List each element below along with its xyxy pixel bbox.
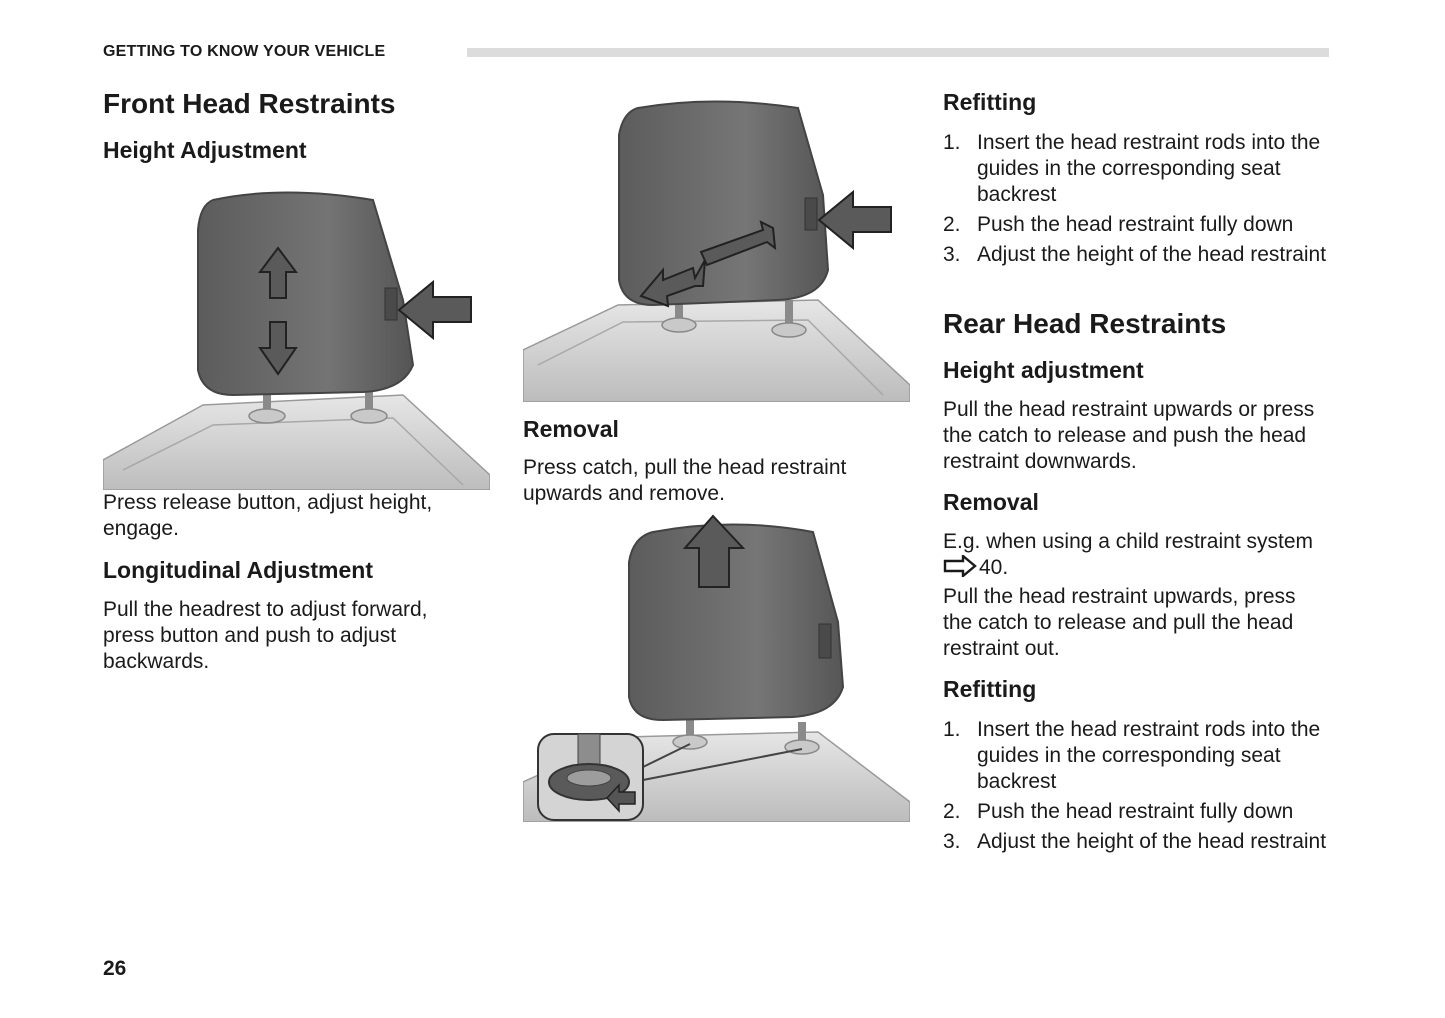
running-head: GETTING TO KNOW YOUR VEHICLE xyxy=(103,43,386,60)
removal-illustration xyxy=(523,512,910,822)
rear-height-adjustment-text: Pull the head restraint upwards or press… xyxy=(943,398,1315,473)
header-rule xyxy=(467,48,1329,57)
longitudinal-adjustment-heading: Longitudinal Adjustment xyxy=(103,557,374,583)
rear-height-adjustment-heading: Height adjustment xyxy=(943,357,1144,383)
rear-removal-text-2: Pull the head restraint upwards, press t… xyxy=(943,585,1296,660)
height-adjustment-illustration xyxy=(103,190,490,490)
rear-removal-heading: Removal xyxy=(943,489,1039,515)
list-item: 2.Push the head restraint fully down xyxy=(943,213,1294,236)
removal-text: Press catch, pull the head restraint upw… xyxy=(523,456,847,505)
height-adjustment-heading: Height Adjustment xyxy=(103,137,307,163)
cross-reference-page[interactable]: 40. xyxy=(979,556,1009,579)
list-item: 1.Insert the head restraint rods into th… xyxy=(943,131,1321,206)
longitudinal-adjustment-illustration xyxy=(523,100,910,402)
removal-heading: Removal xyxy=(523,416,619,442)
rear-refitting-steps: 1.Insert the head restraint rods into th… xyxy=(943,717,1343,859)
list-item: 1.Insert the head restraint rods into th… xyxy=(943,718,1321,793)
list-item: 3.Adjust the height of the head restrain… xyxy=(943,243,1327,266)
rear-removal-text: E.g. when using a child restraint system… xyxy=(943,529,1343,584)
list-item: 2.Push the head restraint fully down xyxy=(943,800,1294,823)
refitting-steps: 1.Insert the head restraint rods into th… xyxy=(943,130,1343,272)
refitting-heading: Refitting xyxy=(943,89,1037,115)
height-adjustment-caption: Press release button, adjust height, eng… xyxy=(103,491,433,540)
cross-reference-arrow-icon xyxy=(943,553,977,584)
list-item: 3.Adjust the height of the head restrain… xyxy=(943,830,1327,853)
rear-head-restraints-title: Rear Head Restraints xyxy=(943,308,1227,339)
longitudinal-adjustment-text: Pull the headrest to adjust forward, pre… xyxy=(103,598,428,673)
front-head-restraints-title: Front Head Restraints xyxy=(103,88,396,119)
rear-refitting-heading: Refitting xyxy=(943,676,1037,702)
page-number: 26 xyxy=(103,957,127,980)
